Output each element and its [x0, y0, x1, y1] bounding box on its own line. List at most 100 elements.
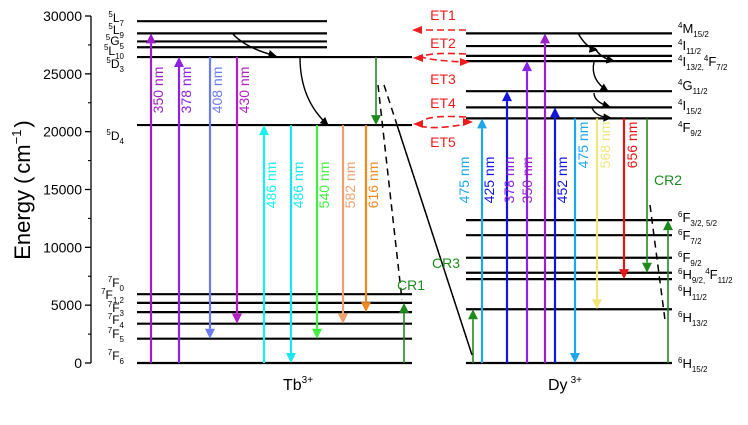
- tb-level-label: 7F1,2: [101, 287, 124, 305]
- dy-relaxation-arrow: [594, 47, 615, 64]
- dy-transition-arrow: [550, 107, 560, 363]
- cr1-dashed-line: [377, 84, 403, 301]
- dy-transition-label: 452 nm: [554, 157, 570, 204]
- tb-transition-arrow-head: [338, 313, 348, 324]
- y-tick-label: 30000: [43, 8, 82, 24]
- tb-transition-arrow: [338, 125, 348, 324]
- dy-transition-label: 425 nm: [481, 157, 497, 204]
- tb-level-label: 7F0: [108, 275, 125, 293]
- tb-transition-arrow: [146, 33, 156, 363]
- dy-level-label: 6F7/2: [678, 228, 702, 246]
- dy-transition-arrow: [570, 118, 580, 363]
- tb-transition-arrow-head: [259, 125, 269, 136]
- tb-level-label: 7F6: [108, 348, 125, 366]
- tb-transition-label: 430 nm: [236, 67, 252, 114]
- dy-level-label: 4I15/2: [678, 98, 702, 116]
- cr1-arrow-head: [399, 302, 409, 313]
- y-tick-label: 25000: [43, 66, 82, 82]
- cr2-down-arrow: [642, 118, 652, 273]
- y-tick-label: 20000: [43, 124, 82, 140]
- dy-level-label: 6H13/2: [678, 310, 708, 328]
- tb-level-label: 5L10: [104, 43, 125, 61]
- dy-transition-arrow-head: [619, 269, 629, 280]
- dy-level-label: 6F9/2: [678, 250, 702, 268]
- dy-level-label: 6H9/2,4F11/2: [678, 267, 733, 285]
- et3-dashed-arrow: [419, 52, 467, 58]
- tb-transition-arrow: [312, 125, 322, 339]
- et5-arrowhead: [463, 118, 473, 126]
- dy-level-label: 4F9/2: [678, 120, 702, 138]
- et1-arrowhead: [412, 26, 422, 34]
- cr2-dashed-line: [649, 204, 666, 321]
- dy-transition-arrow-head: [540, 33, 550, 44]
- y-tick-label: 5000: [51, 297, 82, 313]
- tb-transition-arrow: [232, 57, 242, 324]
- dy-transition-arrow: [502, 91, 512, 363]
- dy-transition-arrow: [619, 118, 629, 280]
- y-tick-label: 10000: [43, 239, 82, 255]
- tb-transition-label: 486 nm: [290, 162, 306, 209]
- tb-level-label: 5L9: [108, 22, 124, 40]
- cr3-arrow-head: [468, 309, 478, 320]
- tb-transition-arrow: [205, 57, 215, 339]
- cr3-dashed-line-2: [396, 124, 473, 356]
- tb-transition-arrow: [286, 125, 296, 363]
- y-axis: 0 5000 10000 15000 20000 25000 30000: [43, 8, 92, 371]
- cr2-down-arrow-head: [642, 262, 652, 273]
- dy-level-label: 6H11/2: [678, 284, 707, 302]
- tb-nonradiative-arrow: [371, 57, 381, 126]
- tb-level-label: 7F4: [108, 312, 125, 330]
- dy-level-label: 6F3/2, 5/2: [678, 210, 718, 228]
- tb-level-label: 7F5: [108, 326, 125, 344]
- cr-label: CR1: [397, 277, 425, 293]
- dy-transition-label: 475 nm: [456, 157, 472, 204]
- dy-level-label: 4M15/2: [678, 21, 709, 39]
- y-label-main: Energy(cm−1): [9, 120, 35, 260]
- dy-transition-arrow: [477, 118, 487, 363]
- dy-transition-label: 350 nm: [519, 157, 535, 204]
- tb-transition-label: 408 nm: [209, 67, 225, 114]
- et-label: ET3: [430, 71, 456, 87]
- dy-transition-arrow-head: [477, 118, 487, 129]
- tb-transition-arrow-head: [146, 33, 156, 44]
- tb-transition-arrow: [259, 125, 269, 363]
- dy-transition-arrow: [540, 33, 550, 363]
- dy-level-label: 4I11/2: [678, 38, 702, 56]
- dy-relaxation-arrow: [593, 92, 611, 109]
- dy-relaxation-arrow: [592, 61, 609, 92]
- tb-level-label: 7F3: [108, 300, 125, 318]
- tb-transition-arrow-head: [205, 328, 215, 339]
- tb-transition-arrow-head: [174, 57, 184, 68]
- tb-transition-label: 616 nm: [365, 162, 381, 209]
- tb-ion-label: Tb3+: [283, 375, 313, 394]
- tb-relaxation-arrow: [299, 56, 329, 126]
- et4-dashed-arrow: [421, 115, 467, 122]
- y-tick-label: 15000: [43, 182, 82, 198]
- tb-level-label: 5D3: [106, 56, 124, 74]
- dy-transition-arrow: [522, 61, 532, 363]
- dy-transition-arrow-head: [522, 61, 532, 72]
- tb-transition-label: 350 nm: [150, 67, 166, 114]
- dy-level-label: 6H15/2: [678, 356, 708, 374]
- tb-level-label: 5L7: [108, 10, 124, 28]
- tb-transition-label: 486 nm: [263, 162, 279, 209]
- et-label: ET2: [430, 35, 456, 51]
- tb-transition-arrow-head: [312, 328, 322, 339]
- dy-transition-label: 378 nm: [501, 157, 517, 204]
- y-axis-label: Energy(cm−1): [9, 120, 35, 260]
- tb-level-label: 5D4: [106, 128, 124, 146]
- dy-level-label: 4I13/2,4F7/2: [678, 54, 728, 72]
- dy-transition-arrow: [592, 118, 602, 310]
- dy-transition-label: 568 nm: [597, 122, 613, 169]
- tb-level-label: 5G5: [106, 33, 125, 51]
- cr3-arrow: [468, 309, 478, 363]
- tb-transition-label: 582 nm: [342, 162, 358, 209]
- et-label: ET5: [430, 134, 456, 150]
- y-tick-label: 0: [74, 355, 82, 371]
- tb-transition-label: 540 nm: [316, 162, 332, 209]
- et2-arrowhead: [460, 58, 470, 66]
- cr-label: CR2: [654, 172, 682, 188]
